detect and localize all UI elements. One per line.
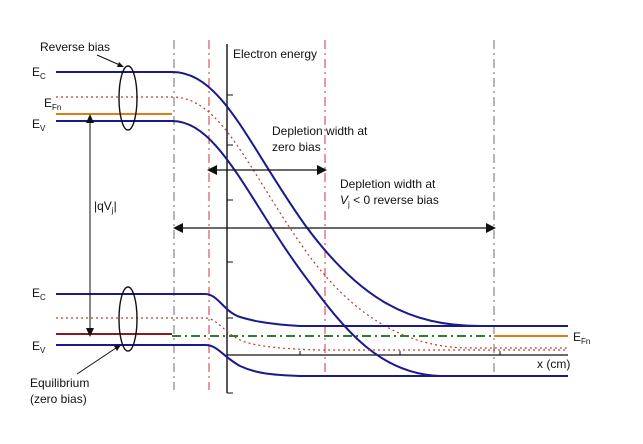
- reverse-bias-ellipse: [118, 65, 138, 131]
- x-axis-label: x (cm): [537, 357, 570, 371]
- reverse-bias-label: Reverse bias: [40, 40, 110, 54]
- energy-axis-ticks: [227, 94, 233, 394]
- conduction-band-reverse: [56, 71, 568, 327]
- qvj-arrowhead-top: [86, 114, 94, 123]
- qvj-label: |qVj|: [94, 199, 117, 215]
- qvj-arrowhead-bottom: [86, 328, 94, 337]
- x-axis-ticks: [299, 351, 501, 355]
- electron-energy-label: Electron energy: [233, 47, 317, 61]
- equilibrium-pointer: [76, 345, 120, 375]
- equilibrium-ellipse: [118, 286, 138, 352]
- ev-equilibrium-label: EV: [32, 339, 46, 355]
- ev-reverse-label: EV: [32, 117, 46, 133]
- depletion-zero-label-line2: zero bias: [272, 140, 321, 154]
- depletion-zero-arrowhead-right: [317, 165, 327, 175]
- depletion-reverse-arrowhead-right: [486, 223, 496, 233]
- depletion-zero-label-line1: Depletion width at: [272, 124, 368, 138]
- equilibrium-label-line2: (zero bias): [30, 392, 87, 406]
- valence-band-reverse: [56, 120, 568, 377]
- depletion-zero-arrowhead-left: [207, 165, 217, 175]
- efn-right-label: EFn: [573, 330, 590, 346]
- reverse-bias-arrowhead: [117, 62, 124, 67]
- efn-reverse-label: EFn: [44, 96, 61, 112]
- depletion-reverse-label-line2: Vj < 0 reverse bias: [340, 193, 439, 209]
- reverse-bias-pointer: [96, 54, 123, 67]
- ec-equilibrium-label: EC: [32, 286, 46, 302]
- equilibrium-label-line1: Equilibrium: [30, 376, 89, 390]
- depletion-reverse-label-line1: Depletion width at: [340, 177, 436, 191]
- intrinsic-level-equilibrium-dotted: [56, 317, 568, 351]
- ec-reverse-label: EC: [32, 65, 46, 81]
- equilibrium-arrowhead: [114, 345, 121, 351]
- intrinsic-level-reverse-dotted: [56, 96, 568, 349]
- conduction-band-equilibrium: [56, 293, 568, 327]
- depletion-reverse-arrowhead-left: [173, 223, 183, 233]
- valence-band-equilibrium: [56, 344, 568, 377]
